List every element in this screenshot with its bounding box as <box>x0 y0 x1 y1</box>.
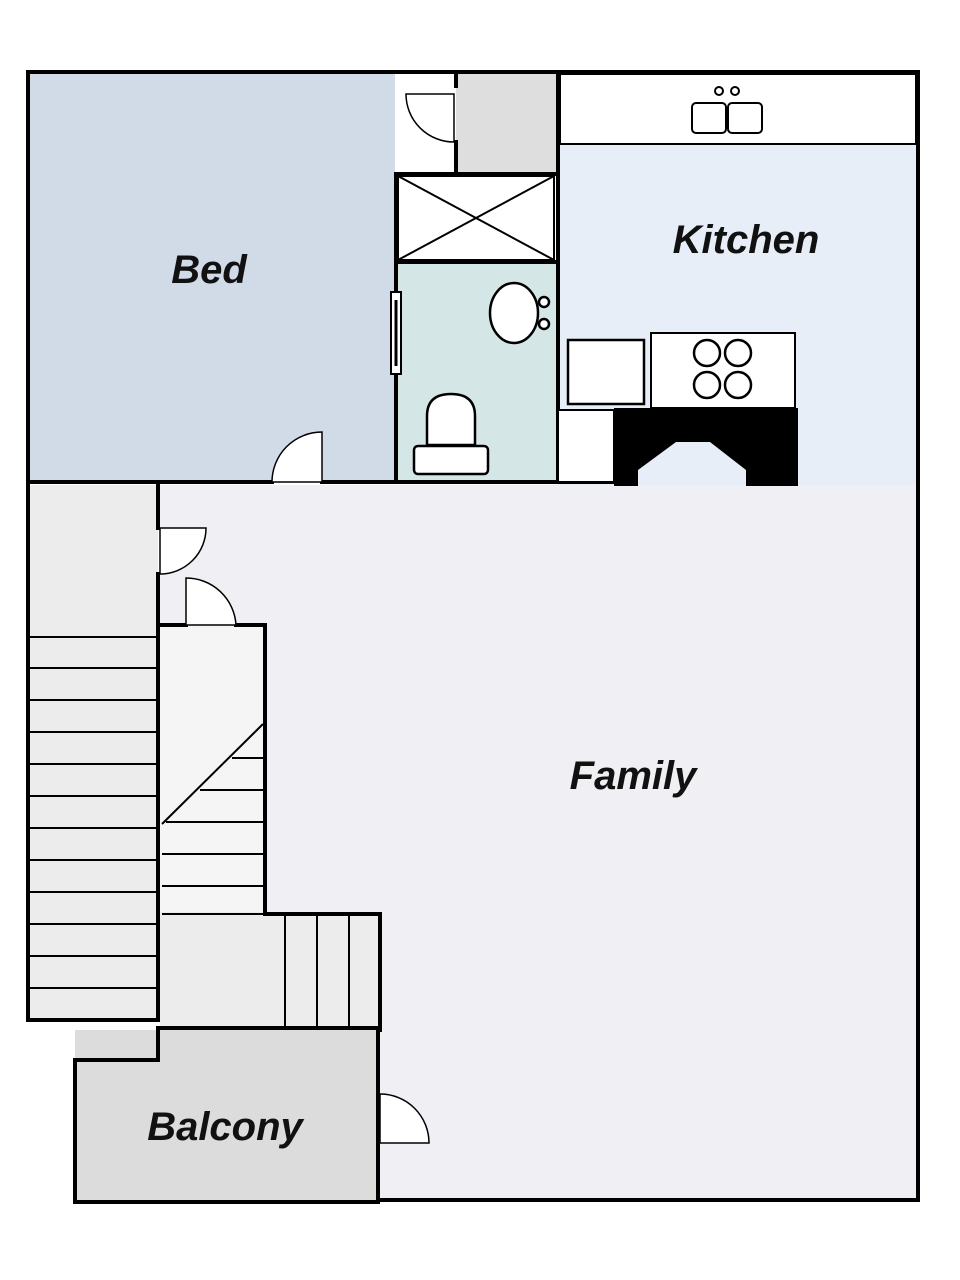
kitchen-counter-low <box>557 409 615 483</box>
closet-floor <box>456 72 558 172</box>
door-swing-icon <box>185 577 237 626</box>
doors <box>159 87 455 1144</box>
balcony-label: Balcony <box>147 1105 304 1149</box>
sink-icon <box>488 281 551 345</box>
outer-wall <box>26 70 920 1202</box>
door-swing-icon <box>159 527 207 575</box>
walls <box>26 70 920 1204</box>
bed-label: Bed <box>171 248 248 292</box>
toilet-icon <box>412 392 490 476</box>
bed-room-floor <box>28 72 395 482</box>
stairs-left-floor <box>28 485 158 1020</box>
stairs-bottom-floor <box>160 912 380 1027</box>
fridge <box>566 338 646 406</box>
door-swing-icon <box>390 291 402 375</box>
stove-icon <box>692 338 753 400</box>
stairs-landing <box>161 723 350 1026</box>
stairs-left <box>30 636 156 989</box>
door-swing-icon <box>405 87 455 143</box>
stove <box>650 332 796 409</box>
kitchen-fixtures <box>557 73 917 486</box>
family-label: Family <box>570 754 698 798</box>
door-swing-icon <box>379 1093 430 1144</box>
door-swing-icon <box>271 431 323 483</box>
landing-walls <box>156 623 382 1062</box>
double-sink-icon <box>691 86 763 134</box>
shower-icon <box>397 175 555 261</box>
left-outer-wall <box>26 70 160 1022</box>
kitchen-label: Kitchen <box>673 218 820 262</box>
kitchen-island <box>614 408 798 486</box>
